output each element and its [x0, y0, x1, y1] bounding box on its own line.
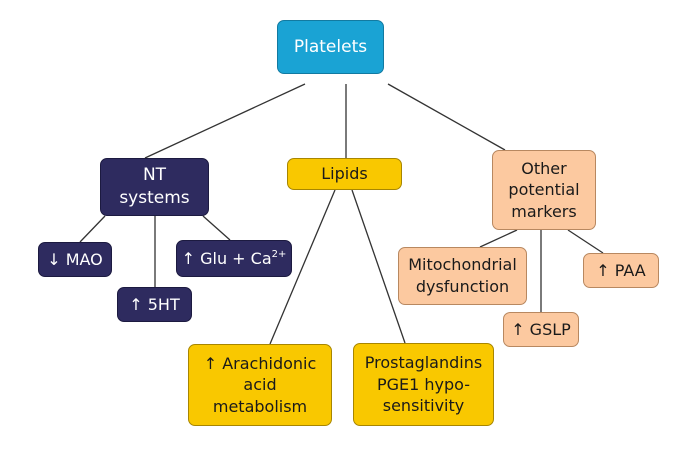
node-mitochondrial: Mitochondrial dysfunction: [398, 247, 527, 305]
node-other-markers: Other potential markers: [492, 150, 596, 230]
connector-nt-glu: [202, 215, 231, 241]
connector-platelets-other: [387, 83, 506, 151]
node-nt-systems-line-2: systems: [119, 188, 190, 208]
connector-lipids-arachidonic: [269, 189, 336, 345]
node-glu-ca: ↑ Glu + Ca2+: [176, 240, 292, 277]
node-prostaglandins-line-2: PGE1 hypo-: [376, 374, 471, 394]
node-glu-ca-label: ↑ Glu + Ca2+: [182, 248, 287, 270]
node-5ht: ↑ 5HT: [117, 287, 192, 322]
node-other-markers-line-2: potential: [508, 180, 580, 200]
node-nt-systems: NT systems: [100, 158, 209, 216]
node-paa: ↑ PAA: [583, 253, 659, 288]
connector-lipids-prostaglandins: [351, 189, 406, 344]
connector-platelets-nt: [144, 83, 306, 159]
node-glu-ca-text: ↑ Glu + Ca: [181, 248, 272, 268]
node-mitochondrial-line-2: dysfunction: [415, 277, 510, 296]
node-other-markers-line-3: markers: [511, 201, 577, 221]
node-prostaglandins-line-3: sensitivity: [382, 396, 465, 416]
node-lipids-label: Lipids: [321, 164, 368, 184]
connector-other-mitochondrial: [479, 229, 518, 248]
node-nt-systems-line-1: NT: [142, 165, 167, 186]
node-paa-label: ↑ PAA: [596, 260, 646, 280]
node-arachidonic-line-1: ↑ Arachidonic: [203, 353, 317, 373]
node-lipids: Lipids: [287, 158, 402, 190]
node-prostaglandins-line-1: Prostaglandins: [364, 353, 483, 373]
node-glu-ca-superscript: 2+: [271, 248, 287, 260]
node-platelets-label: Platelets: [293, 36, 368, 57]
node-mao: ↓ MAO: [38, 242, 112, 277]
node-arachidonic: ↑ Arachidonic acid metabolism: [188, 344, 332, 426]
node-mao-label: ↓ MAO: [47, 249, 103, 269]
node-arachidonic-line-2: acid: [243, 375, 277, 395]
node-prostaglandins: Prostaglandins PGE1 hypo- sensitivity: [353, 343, 494, 426]
connector-nt-mao: [79, 215, 106, 243]
node-other-markers-line-1: Other: [521, 158, 567, 178]
node-mitochondrial-line-1: Mitochondrial: [408, 255, 517, 275]
node-gslp-label: ↑ GSLP: [511, 319, 571, 339]
node-5ht-label: ↑ 5HT: [129, 294, 180, 314]
node-arachidonic-line-3: metabolism: [212, 396, 308, 416]
node-platelets: Platelets: [277, 20, 384, 74]
connector-other-paa: [567, 229, 604, 254]
node-gslp: ↑ GSLP: [503, 312, 579, 347]
